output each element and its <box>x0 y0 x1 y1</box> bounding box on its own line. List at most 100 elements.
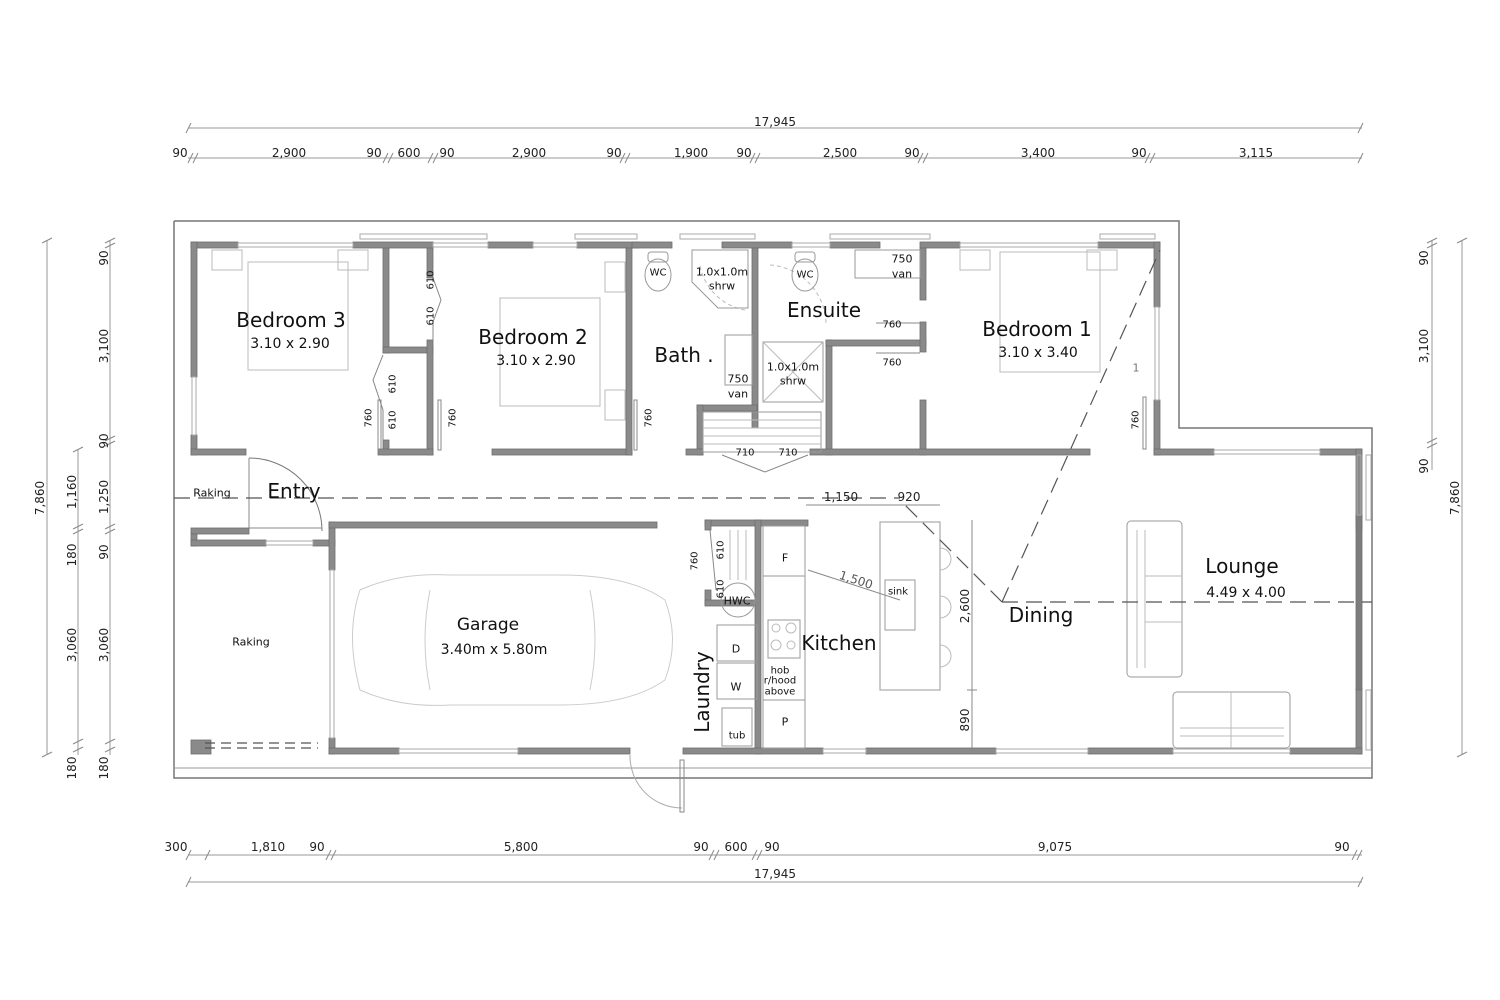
door-dim: 760 <box>882 319 902 331</box>
dim-left-outer: 1,250 <box>97 479 111 515</box>
room-lounge-size: 4.49 x 4.00 <box>1206 585 1286 601</box>
dim-top-overall: 17,945 <box>754 115 796 129</box>
dim-bottom-seg: 90 <box>1334 840 1350 854</box>
ensuite-wc-label: WC <box>796 269 814 281</box>
kitchen-dim-890: 890 <box>958 708 972 732</box>
bath-shower-label: 1.0x1.0m <box>695 265 749 279</box>
dim-top-seg: 2,900 <box>511 146 547 160</box>
kitchen-dim-920: 920 <box>897 490 921 504</box>
door-dim: 610 <box>387 374 399 394</box>
dashed-lines <box>174 249 1372 749</box>
dim-top-seg: 2,900 <box>271 146 307 160</box>
room-kitchen: Kitchen <box>801 631 877 655</box>
door-dim: 610 <box>715 579 727 599</box>
dim-bottom-overall: 17,945 <box>754 867 796 881</box>
dim-top-seg: 90 <box>736 146 752 160</box>
dim-bottom-seg: 9,075 <box>1037 840 1073 854</box>
dim-top-seg: 3,115 <box>1238 146 1274 160</box>
room-bedroom-2-size: 3.10 x 2.90 <box>496 353 576 369</box>
room-laundry: Laundry <box>690 651 714 733</box>
windows <box>191 233 1372 754</box>
pantry-label: P <box>781 715 789 729</box>
room-ensuite: Ensuite <box>786 298 862 322</box>
kitchen-dim-1150: 1,150 <box>823 490 859 504</box>
dim-bottom-seg: 90 <box>309 840 325 854</box>
hob-sub2: above <box>764 686 796 698</box>
dim-top-seg: 600 <box>397 146 421 160</box>
dim-bottom-seg: 5,800 <box>503 840 539 854</box>
doors <box>248 264 1147 813</box>
dim-left-inner: 180 <box>65 756 79 780</box>
door-dim: 760 <box>689 551 701 571</box>
room-garage: Garage <box>456 615 520 635</box>
washer-label: W <box>730 680 742 694</box>
room-bedroom-1: Bedroom 1 <box>982 317 1092 341</box>
dim-left-inner: 180 <box>65 543 79 567</box>
door-dim: 610 <box>425 270 437 290</box>
dim-top-seg: 90 <box>606 146 622 160</box>
dim-left-inner: 3,060 <box>65 627 79 663</box>
dim-right-overall: 7,860 <box>1448 480 1462 516</box>
door-dim: 760 <box>447 408 459 428</box>
hob-sub1: r/hood <box>763 675 797 687</box>
fridge-label: F <box>781 551 789 565</box>
door-dim: 710 <box>778 447 798 459</box>
dim-bottom-seg: 600 <box>724 840 748 854</box>
ensuite-van-sub: van <box>891 267 913 281</box>
dim-top-seg: 3,400 <box>1020 146 1056 160</box>
ensuite-shower-sub: shrw <box>779 374 807 388</box>
dim-right-inner: 90 <box>1417 458 1431 474</box>
room-bedroom-3: Bedroom 3 <box>236 308 346 332</box>
slab-outline <box>173 220 1373 779</box>
dim-left-overall: 7,860 <box>33 480 47 516</box>
door-dim: 760 <box>363 408 375 428</box>
dim-bottom-seg: 90 <box>764 840 780 854</box>
raking-label: Raking <box>193 486 231 500</box>
dim-top-seg: 90 <box>172 146 188 160</box>
door-dim: 760 <box>643 408 655 428</box>
dim-bottom-seg: 90 <box>693 840 709 854</box>
dim-right-inner: 90 <box>1417 250 1431 266</box>
dim-left-outer: 180 <box>97 756 111 780</box>
fixtures <box>211 249 1291 749</box>
dim-left-outer: 90 <box>97 433 111 449</box>
dim-top-seg: 90 <box>439 146 455 160</box>
room-lounge: Lounge <box>1205 554 1279 578</box>
room-garage-size: 3.40m x 5.80m <box>440 642 548 658</box>
room-dining: Dining <box>1008 603 1074 627</box>
stair-mark: 1 <box>1132 361 1140 375</box>
dim-top-seg: 90 <box>366 146 382 160</box>
room-bedroom-3-size: 3.10 x 2.90 <box>250 336 330 352</box>
door-dim: 710 <box>735 447 755 459</box>
dryer-label: D <box>731 642 741 656</box>
dim-left-inner: 1,160 <box>65 474 79 510</box>
dimension-ticks <box>41 122 1468 888</box>
bath-shower-sub: shrw <box>708 279 736 293</box>
door-dim: 610 <box>387 410 399 430</box>
dim-right-inner: 3,100 <box>1417 328 1431 364</box>
ensuite-shower-label: 1.0x1.0m <box>766 360 820 374</box>
dim-left-outer: 90 <box>97 250 111 266</box>
room-bath: Bath . <box>654 343 714 367</box>
dim-left-outer: 3,100 <box>97 328 111 364</box>
room-bedroom-1-size: 3.10 x 3.40 <box>998 345 1078 361</box>
room-bedroom-2: Bedroom 2 <box>478 325 588 349</box>
kitchen-dim-2600: 2,600 <box>958 588 972 624</box>
dim-top-seg: 90 <box>1131 146 1147 160</box>
dimension-lines <box>46 127 1463 883</box>
bath-wc-label: WC <box>649 267 667 279</box>
hob-label: hob <box>770 665 790 677</box>
bath-van-sub: van <box>727 387 749 401</box>
dim-bottom-seg: 1,810 <box>250 840 286 854</box>
sink-label: sink <box>887 586 909 598</box>
raking-label: Raking <box>232 635 270 649</box>
dim-top-seg: 2,500 <box>822 146 858 160</box>
dim-left-outer: 90 <box>97 544 111 560</box>
ensuite-van-label: 750 <box>891 252 913 266</box>
dim-top-seg: 90 <box>904 146 920 160</box>
dim-bottom-seg: 300 <box>164 840 188 854</box>
room-entry: Entry <box>267 479 321 503</box>
bath-van-label: 750 <box>727 372 749 386</box>
door-dim: 760 <box>882 357 902 369</box>
